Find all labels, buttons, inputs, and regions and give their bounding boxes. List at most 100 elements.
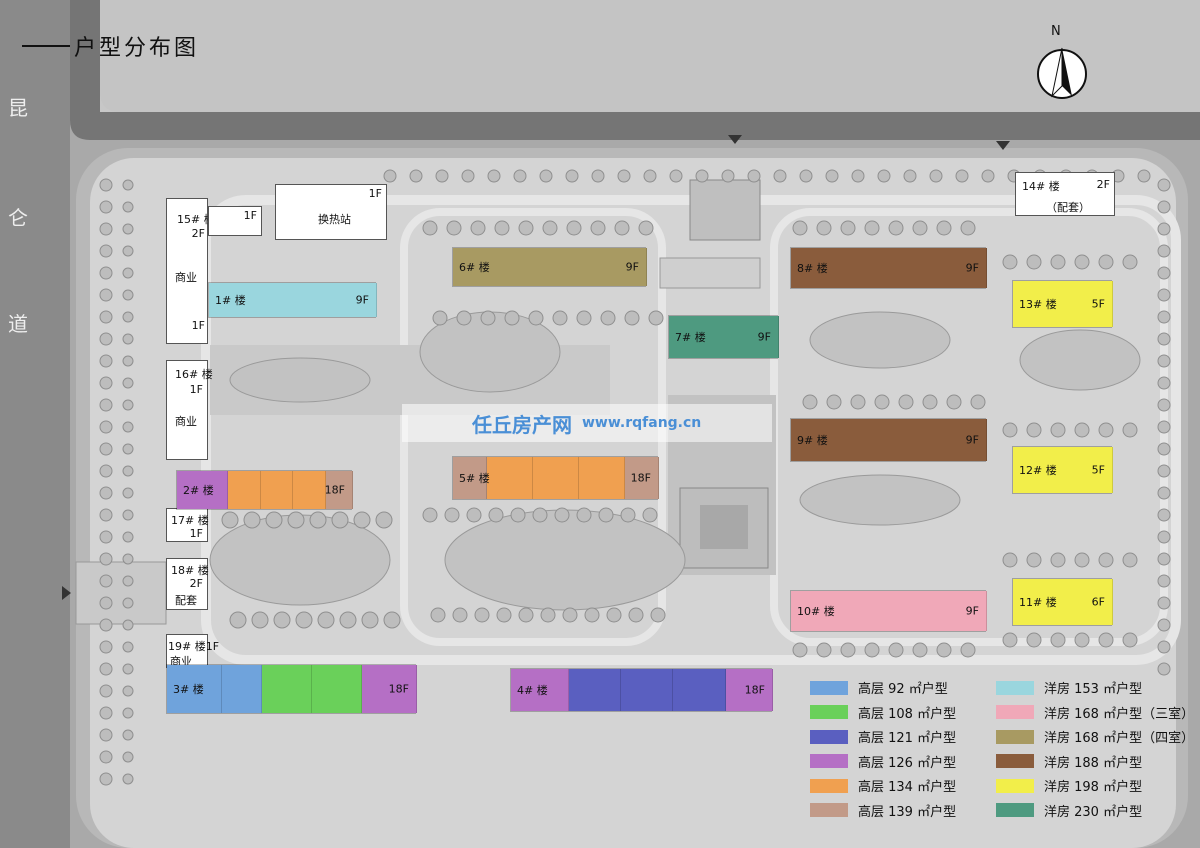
tree-icon: [99, 376, 113, 390]
tree-icon: [122, 509, 134, 521]
tree-icon: [600, 310, 616, 326]
tree-icon: [122, 663, 134, 675]
building-floors: 9F: [625, 260, 639, 274]
unit-type-block: [222, 665, 262, 713]
tree-icon: [1074, 552, 1090, 568]
title-text: 户型分布图: [74, 36, 200, 61]
tree-icon: [122, 685, 134, 697]
tree-icon: [1157, 574, 1171, 588]
tree-icon: [532, 507, 548, 523]
building-floors: 9F: [355, 293, 369, 307]
tree-icon: [122, 773, 134, 785]
tree-icon: [122, 531, 134, 543]
unit-type-block: [791, 419, 987, 461]
tree-icon: [1002, 422, 1018, 438]
tree-icon: [221, 511, 239, 529]
tree-icon: [518, 220, 534, 236]
legend-swatch: [996, 705, 1034, 719]
tree-icon: [747, 169, 761, 183]
legend-item: 高层 92 ㎡户型: [810, 678, 948, 697]
tree-icon: [339, 611, 357, 629]
tree-icon: [970, 394, 986, 410]
tree-icon: [1122, 552, 1138, 568]
legend-item: 洋房 168 ㎡户型（三室）: [996, 703, 1194, 722]
b15-use: 商业: [175, 271, 197, 284]
unit-type-block: [568, 669, 622, 711]
b17-name: 17# 楼: [171, 514, 209, 527]
building-name: 11# 楼: [1019, 596, 1057, 609]
tree-icon: [122, 289, 134, 301]
tree-icon: [802, 394, 818, 410]
tree-icon: [792, 642, 808, 658]
tree-icon: [1157, 310, 1171, 324]
tree-icon: [850, 394, 866, 410]
tree-icon: [642, 507, 658, 523]
tree-icon: [1002, 254, 1018, 270]
unit-type-block: [167, 665, 222, 713]
tree-icon: [1098, 632, 1114, 648]
tree-icon: [1157, 442, 1171, 456]
b17-floors: 1F: [189, 527, 203, 540]
tree-icon: [99, 750, 113, 764]
building-name: 10# 楼: [797, 605, 835, 618]
tree-icon: [229, 611, 247, 629]
legend-label: 高层 121 ㎡户型: [858, 731, 957, 746]
tree-icon: [122, 641, 134, 653]
tree-icon: [383, 169, 397, 183]
tree-icon: [317, 611, 335, 629]
entrance-marker-icon: [996, 141, 1010, 150]
building-name: 5# 楼: [459, 472, 490, 485]
tree-icon: [888, 642, 904, 658]
tree-icon: [122, 575, 134, 587]
tree-icon: [825, 169, 839, 183]
tree-icon: [539, 169, 553, 183]
tree-icon: [826, 394, 842, 410]
tree-icon: [99, 574, 113, 588]
b19-use: 商业: [170, 655, 192, 668]
tree-icon: [1157, 200, 1171, 214]
tree-icon: [1157, 398, 1171, 412]
unit-type-block: [228, 471, 261, 509]
heat-station-floors: 1F: [368, 187, 382, 200]
tree-icon: [480, 310, 496, 326]
legend-label: 高层 134 ㎡户型: [858, 780, 957, 795]
legend-label: 高层 92 ㎡户型: [858, 682, 948, 697]
tree-icon: [643, 169, 657, 183]
watermark-en: www.rqfang.cn: [582, 415, 702, 431]
unit-type-block: [1013, 281, 1113, 327]
building-name: 6# 楼: [459, 261, 490, 274]
tree-icon: [251, 611, 269, 629]
tree-icon: [1098, 552, 1114, 568]
tree-icon: [617, 169, 631, 183]
tree-icon: [99, 354, 113, 368]
tree-icon: [816, 220, 832, 236]
tree-icon: [614, 220, 630, 236]
tree-icon: [99, 244, 113, 258]
building-floors: 9F: [965, 261, 979, 275]
unit-type-block: [209, 283, 377, 317]
tree-icon: [628, 607, 644, 623]
b16-floors: 1F: [189, 383, 203, 396]
tree-icon: [1157, 376, 1171, 390]
legend-swatch: [996, 803, 1034, 817]
watermark: 任丘房产网 www.rqfang.cn: [402, 404, 772, 442]
tree-icon: [1026, 632, 1042, 648]
tree-icon: [122, 597, 134, 609]
building-name: 4# 楼: [517, 684, 548, 697]
tree-icon: [624, 310, 640, 326]
tree-icon: [1050, 632, 1066, 648]
tree-icon: [122, 311, 134, 323]
legend-item: 高层 134 ㎡户型: [810, 776, 956, 795]
unit-type-block: [293, 471, 326, 509]
tree-icon: [874, 394, 890, 410]
tree-icon: [99, 706, 113, 720]
unit-type-block: [1013, 579, 1113, 625]
tree-icon: [650, 607, 666, 623]
tree-icon: [99, 442, 113, 456]
tree-icon: [1122, 254, 1138, 270]
tree-icon: [1098, 254, 1114, 270]
tree-icon: [552, 310, 568, 326]
tree-icon: [422, 507, 438, 523]
b18-name: 18# 楼: [171, 564, 209, 577]
